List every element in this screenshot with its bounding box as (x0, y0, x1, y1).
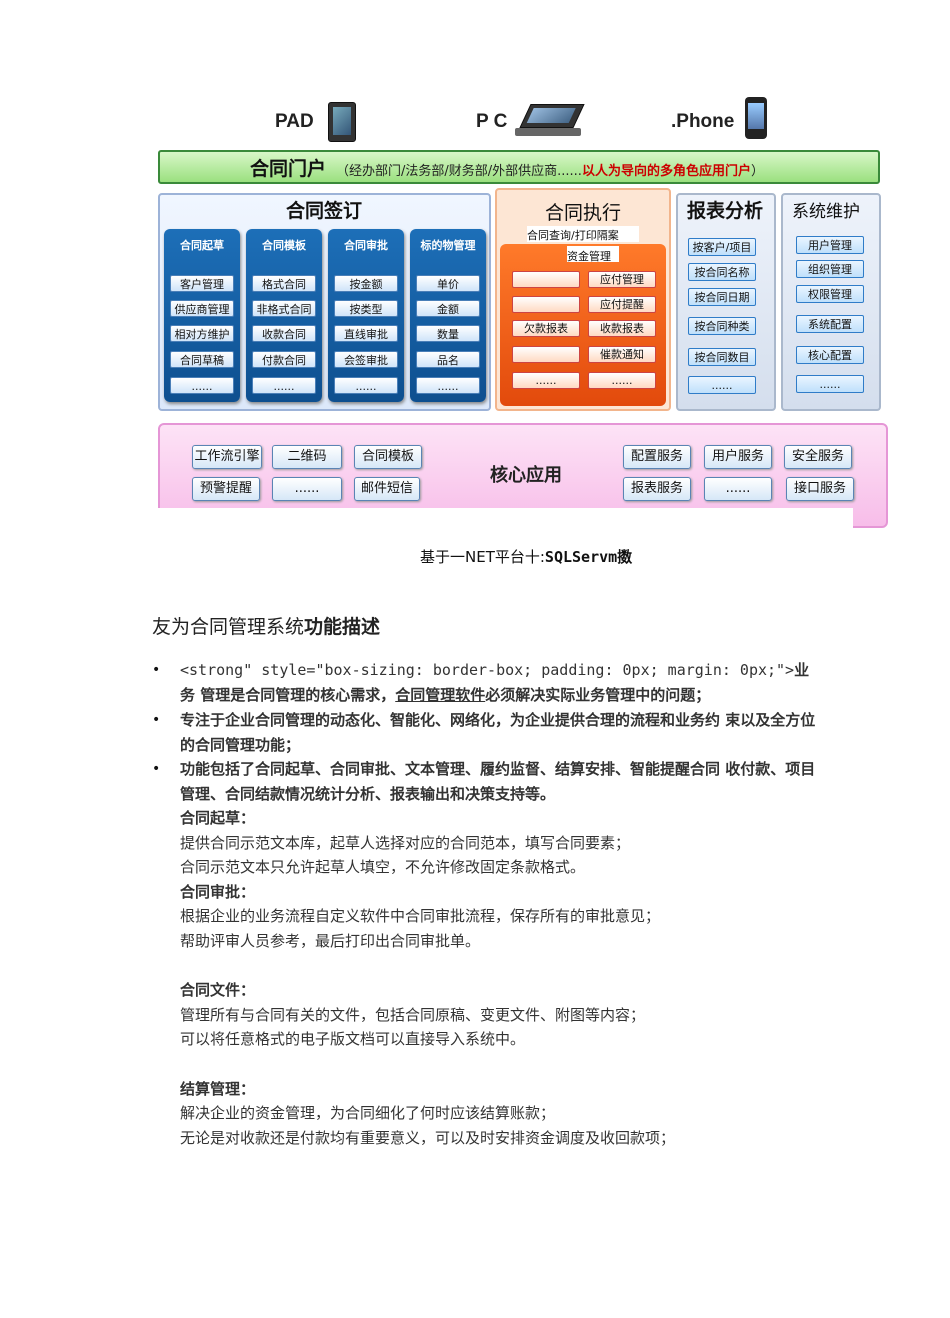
sign-item[interactable]: ...... (170, 377, 234, 394)
portal-subtitle: （经办部门/法务部/财务部/外部供应商......以人为导向的多角色应用门户） (336, 160, 764, 179)
exec-item[interactable]: 应付管理 (588, 271, 656, 288)
report-title: 报表分析 (687, 196, 763, 223)
section-line: 解决企业的资金管理，为合同细化了何时应该结算账款； (180, 1101, 820, 1126)
bullet-dot: • (152, 662, 160, 678)
report-item[interactable]: 按合同名称 (688, 263, 756, 281)
core-service-button[interactable]: 工作流引擎 (192, 445, 262, 469)
bullet-paragraph: 专注于企业合同管理的动态化、智能化、网络化，为企业提供合理的流程和业务约 束以及… (180, 708, 820, 757)
sign-item[interactable]: 按金额 (334, 275, 398, 292)
sign-item[interactable]: 格式合同 (252, 275, 316, 292)
section-title: 合同审批： (180, 883, 255, 901)
tablet-icon (328, 102, 356, 142)
exec-item[interactable]: 欠款报表 (512, 320, 580, 337)
exec-item[interactable] (512, 296, 580, 313)
phone-icon (745, 97, 767, 139)
sign-item[interactable]: 会签审批 (334, 351, 398, 368)
exec-title: 合同执行 (545, 198, 621, 225)
exec-item[interactable] (512, 271, 580, 288)
sign-item[interactable]: 非格式合同 (252, 300, 316, 317)
report-item[interactable]: 按合同种类 (688, 317, 756, 335)
sign-item[interactable]: 供应商管理 (170, 300, 234, 317)
sign-column-head: 合同起草 (164, 237, 240, 253)
sign-item[interactable]: 按类型 (334, 300, 398, 317)
section-line: 合同示范文本只允许起草人填空，不允许修改固定条款格式。 (180, 855, 820, 880)
exec-item[interactable]: 应付提醒 (588, 296, 656, 313)
sign-item[interactable]: 付款合同 (252, 351, 316, 368)
core-service-button[interactable]: 预警提醒 (192, 477, 260, 501)
system-item[interactable]: 核心配置 (796, 346, 864, 364)
exec-sub-query: 合同查询/打印隔案 (527, 227, 619, 243)
core-service-button[interactable]: ...... (272, 477, 342, 501)
exec-item[interactable] (512, 346, 580, 363)
section-line: 无论是对收款还是付款均有重要意义，可以及时安排资金调度及收回款项； (180, 1126, 820, 1151)
exec-item[interactable]: ...... (588, 372, 656, 389)
portal-subtitle-highlight: 以人为导向的多角色应用门户 (582, 164, 751, 179)
section-line: 根据企业的业务流程自定义软件中合同审批流程，保存所有的审批意见； (180, 904, 820, 929)
sign-item[interactable]: 单价 (416, 275, 480, 292)
sign-item[interactable]: 直线审批 (334, 325, 398, 342)
bullet-paragraph: <strong" style="box-sizing: border-box; … (180, 658, 820, 707)
section-title: 结算管理： (180, 1080, 255, 1098)
core-service-button[interactable]: 安全服务 (784, 445, 852, 469)
system-item[interactable]: 用户管理 (796, 236, 864, 254)
core-service-button[interactable]: 报表服务 (623, 477, 691, 501)
sign-item[interactable]: 金额 (416, 300, 480, 317)
sign-item[interactable]: ...... (334, 377, 398, 394)
sign-column-head: 合同模板 (246, 237, 322, 253)
sign-column-head: 合同审批 (328, 237, 404, 253)
sign-item[interactable]: 收款合同 (252, 325, 316, 342)
portal-title: 合同门户 (250, 154, 326, 181)
report-item[interactable]: 按客户/项目 (688, 238, 756, 256)
exec-item[interactable]: 催款通知 (588, 346, 656, 363)
section-line: 帮助评审人员参考，最后打印出合同审批单。 (180, 929, 820, 954)
laptop-icon (515, 100, 585, 140)
phone-label: .Phone (671, 111, 734, 133)
sign-item[interactable]: ...... (416, 377, 480, 394)
software-link[interactable]: 合同管理软件 (395, 686, 485, 704)
core-title: 核心应用 (490, 461, 562, 487)
section-title: 合同文件： (180, 981, 255, 999)
system-item[interactable]: ...... (796, 375, 864, 393)
sign-column-head: 标的物管理 (410, 237, 486, 253)
bullet-dot: • (152, 712, 160, 728)
core-service-button[interactable]: 合同模板 (354, 445, 422, 469)
system-item[interactable]: 权限管理 (796, 285, 864, 303)
section-line: 管理所有与合同有关的文件，包括合同原稿、变更文件、附图等内容； (180, 1003, 820, 1028)
sign-item[interactable]: 数量 (416, 325, 480, 342)
sign-title: 合同签订 (286, 196, 362, 223)
exec-sub-fund: 资金管理 (567, 248, 611, 264)
sign-item[interactable]: 相对方维护 (170, 325, 234, 342)
report-item[interactable]: ...... (688, 376, 756, 394)
section-line: 提供合同示范文本库，起草人选择对应的合同范本，填写合同要素； (180, 831, 820, 856)
sign-item[interactable]: ...... (252, 377, 316, 394)
core-service-button[interactable]: 接口服务 (786, 477, 854, 501)
report-item[interactable]: 按合同日期 (688, 288, 756, 306)
function-section: 合同起草： 提供合同示范文本库，起草人选择对应的合同范本，填写合同要素； 合同示… (180, 806, 820, 1150)
core-service-button[interactable]: 二维码 (272, 445, 342, 469)
core-service-button[interactable]: ...... (704, 477, 772, 501)
core-service-button[interactable]: 配置服务 (623, 445, 691, 469)
system-item[interactable]: 组织管理 (796, 260, 864, 278)
bullet-paragraph: 功能包括了合同起草、合同审批、文本管理、履约监督、结算安排、智能提醒合同 收付款… (180, 757, 820, 806)
bullet-dot: • (152, 761, 160, 777)
sign-item[interactable]: 合同草稿 (170, 351, 234, 368)
sign-item[interactable]: 品名 (416, 351, 480, 368)
exec-item[interactable]: 收款报表 (588, 320, 656, 337)
report-item[interactable]: 按合同数目 (688, 348, 756, 366)
pad-label: PAD (275, 111, 314, 133)
figure-caption: 基于一NET平台十:SQLServm擞 (420, 546, 632, 567)
system-title: 系统维护 (792, 197, 860, 222)
sign-item[interactable]: 客户管理 (170, 275, 234, 292)
pc-label: P C (476, 111, 507, 133)
section-heading: 友为合同管理系统功能描述 (152, 612, 380, 639)
core-service-button[interactable]: 用户服务 (704, 445, 772, 469)
section-title: 合同起草： (180, 809, 255, 827)
section-line: 可以将任意格式的电子版文档可以直接导入系统中。 (180, 1027, 820, 1052)
system-item[interactable]: 系统配置 (796, 315, 864, 333)
core-service-button[interactable]: 邮件短信 (354, 477, 420, 501)
exec-item[interactable]: ...... (512, 372, 580, 389)
